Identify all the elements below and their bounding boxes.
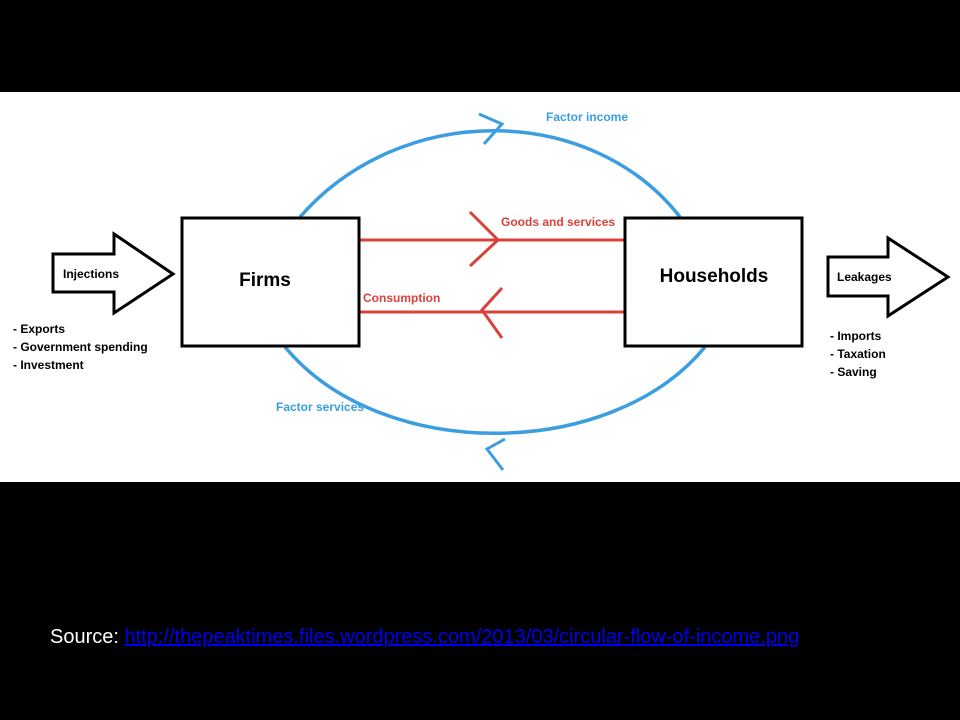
injections-list-item: - Exports: [13, 322, 65, 336]
injections-list-item: - Government spending: [13, 340, 148, 354]
factor-services-arc: [283, 345, 707, 435]
leakages-list-item: - Taxation: [830, 347, 886, 361]
leakages-list-item: - Saving: [830, 365, 877, 379]
households-label: Households: [660, 266, 769, 287]
factor-income-arrowhead: [478, 112, 505, 146]
firms-label: Firms: [239, 270, 291, 291]
leakages-list-item: - Imports: [830, 329, 882, 343]
goods-services-arrowhead: [468, 210, 501, 268]
households-box: [623, 216, 804, 348]
factor-services-arrowhead: [484, 437, 506, 471]
factor-income-label: Factor income: [546, 110, 628, 124]
injections-list-item: - Investment: [13, 358, 84, 372]
firms-box: [180, 216, 361, 348]
source-link[interactable]: http://thepeaktimes.files.wordpress.com/…: [124, 626, 800, 648]
injections-label: Injections: [63, 267, 119, 281]
consumption-label: Consumption: [363, 291, 440, 305]
factor-services-label: Factor services: [276, 400, 364, 414]
circular-flow-diagram: Firms Households Injections Leakages Fac…: [0, 92, 960, 482]
source-citation: Source: http://thepeaktimes.files.wordpr…: [50, 626, 799, 649]
factor-income-arc: [298, 129, 682, 219]
injections-arrow: [51, 231, 176, 316]
consumption-arrowhead: [480, 286, 504, 339]
source-prefix: Source:: [50, 626, 125, 648]
diagram-canvas: Firms Households Injections Leakages Fac…: [13, 110, 951, 471]
leakages-arrow: [826, 235, 951, 319]
leakages-label: Leakages: [837, 270, 892, 284]
goods-services-label: Goods and services: [501, 215, 615, 229]
